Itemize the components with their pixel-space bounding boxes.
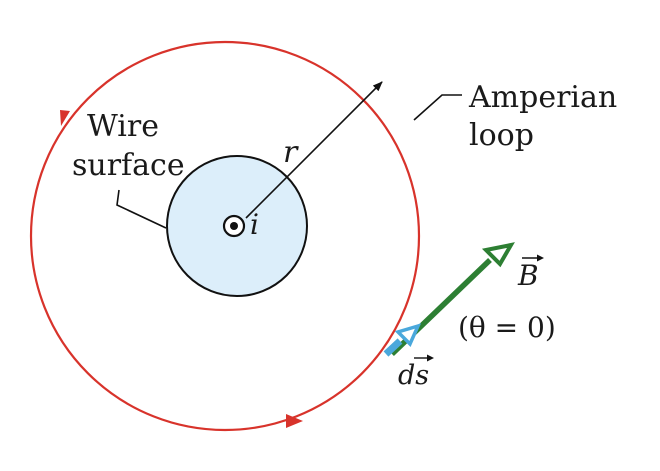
svg-text:B: B	[517, 259, 539, 292]
svg-text:ds: ds	[398, 360, 429, 391]
radius-label: r	[283, 135, 299, 170]
field-label: B	[517, 254, 544, 292]
radius-arrow	[245, 81, 383, 219]
current-label: i	[250, 208, 259, 241]
length-element-vector	[383, 323, 422, 357]
wire-surface-label-line1: Wire	[87, 109, 159, 144]
amperian-loop-label-line2: loop	[469, 118, 534, 153]
current-out-of-page-icon	[222, 214, 246, 238]
amperian-loop-leader	[413, 94, 462, 121]
loop-direction-arrow-bottom	[286, 414, 303, 428]
wire-surface-leader	[116, 189, 167, 229]
wire-surface-label-line2: surface	[72, 148, 185, 183]
amperian-loop	[29, 40, 421, 432]
amperian-loop-label-line1: Amperian	[468, 80, 617, 115]
angle-label: (θ = 0)	[458, 311, 556, 344]
length-element-label: ds	[398, 354, 434, 391]
loop-direction-arrow-left	[60, 110, 70, 126]
